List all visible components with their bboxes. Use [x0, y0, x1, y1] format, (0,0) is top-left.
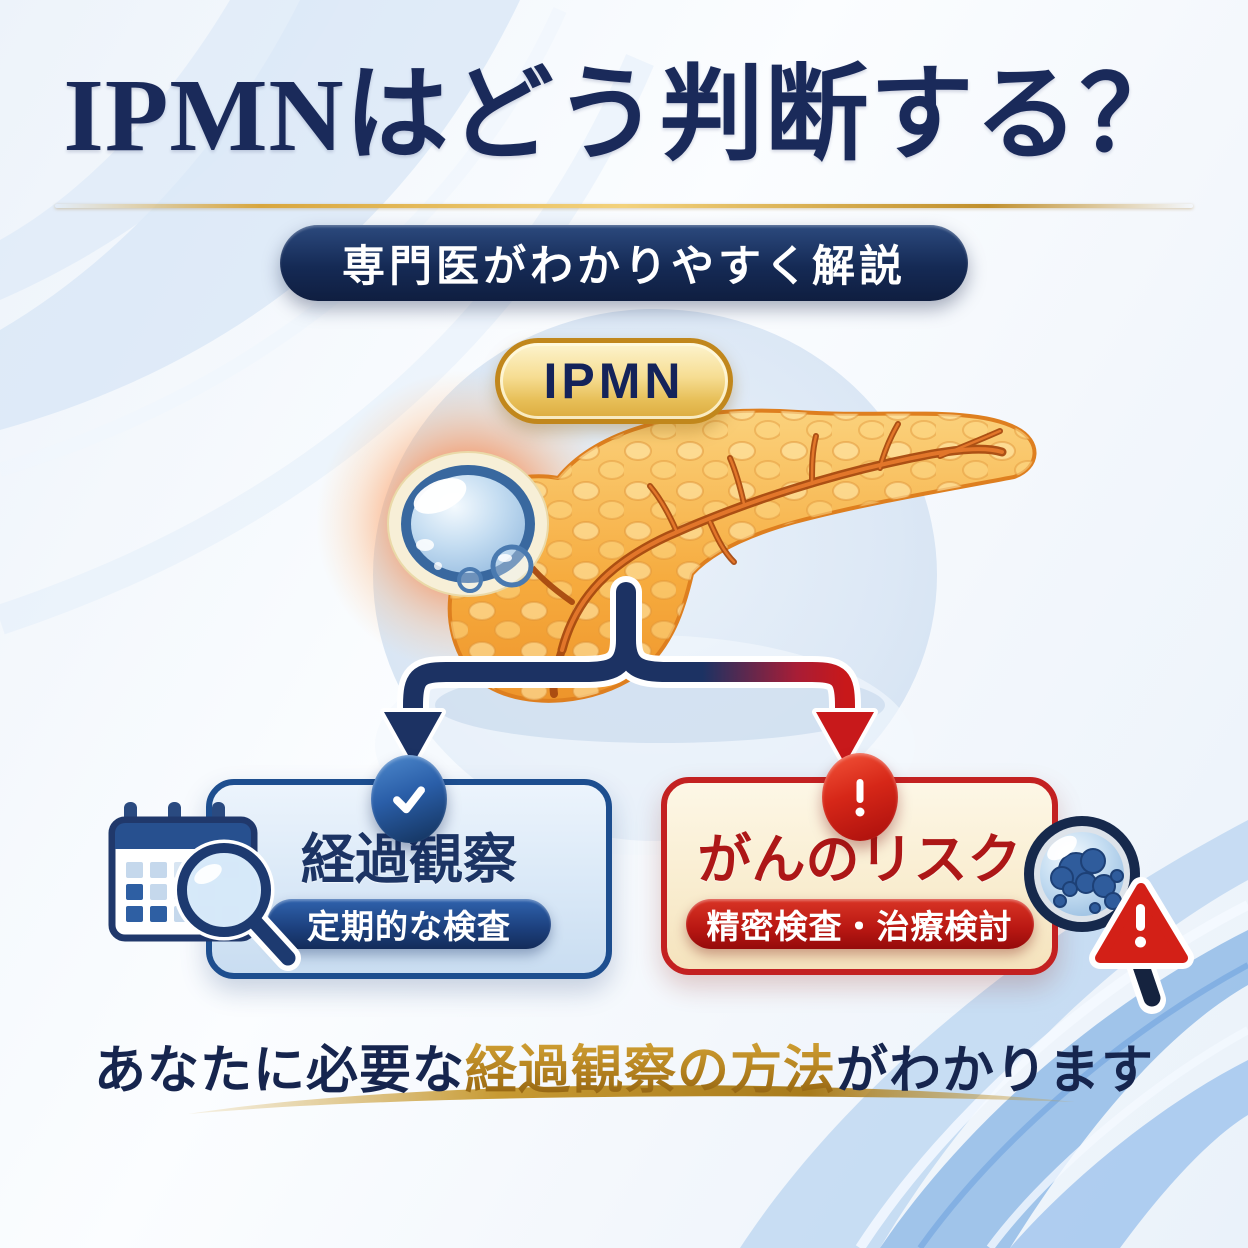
- pancreatic-duct: [523, 421, 1007, 698]
- exclamation-badge: [821, 753, 898, 841]
- check-icon: [393, 786, 425, 814]
- calendar-icon: [108, 802, 301, 971]
- cancer-risk-card: がんのリスク 精密検査・治療検討: [661, 753, 1058, 975]
- headline-suffix: がわかります: [836, 1042, 1155, 1100]
- bottom-headline: あなたに必要な経過観察の方法がわかります: [0, 1028, 1248, 1103]
- arrow-down-right-icon: [812, 708, 878, 768]
- arrow-down-left-icon: [380, 708, 446, 768]
- ipmn-label-text: IPMN: [543, 353, 685, 409]
- headline-prefix: あなたに必要な: [93, 1042, 465, 1100]
- headline-highlight: 経過観察の方法: [464, 1042, 836, 1100]
- cell-magnifier-icon: [1024, 816, 1194, 1014]
- magnifier-icon: [173, 839, 301, 971]
- gold-swoosh: [188, 1085, 1075, 1114]
- exclamation-icon: [855, 779, 864, 817]
- branch-connector: [380, 576, 878, 768]
- pancreas-illustration: [435, 408, 1037, 743]
- warning-triangle-icon: [1089, 877, 1194, 969]
- followup-pill: 定期的な検査: [267, 899, 551, 949]
- cyst-icon: [387, 451, 549, 597]
- page-title: IPMNはどう判断する？: [63, 58, 1185, 173]
- ipmn-label-badge: IPMN: [495, 338, 733, 424]
- cancer-risk-pill: 精密検査・治療検討: [685, 899, 1034, 949]
- cell-cluster: [1050, 848, 1124, 914]
- subtitle-text: 専門医がわかりやすく解説: [342, 243, 906, 291]
- gold-divider: [55, 204, 1193, 208]
- subtitle-banner: 専門医がわかりやすく解説: [280, 225, 968, 301]
- check-badge: [371, 755, 447, 843]
